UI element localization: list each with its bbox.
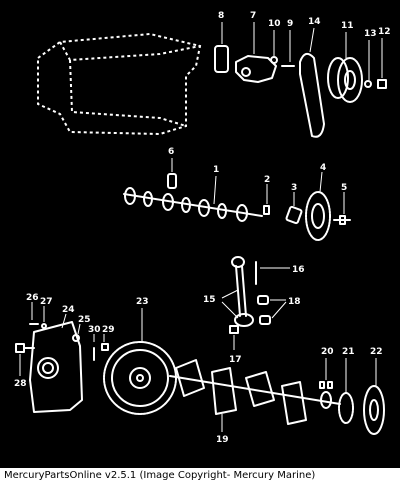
callout-26: 26: [26, 293, 39, 303]
part-10-washer: [270, 30, 278, 64]
callout-29: 29: [102, 325, 115, 335]
callout-28: 28: [14, 379, 27, 389]
callout-24: 24: [62, 305, 75, 315]
part-20-keys: [319, 358, 333, 389]
callout-3: 3: [291, 183, 297, 193]
callout-4: 4: [320, 163, 326, 173]
part-1-camshaft: [123, 175, 263, 222]
part-8-gasket: [214, 22, 229, 73]
callout-22: 22: [370, 347, 383, 357]
part-15-connecting-rod: [221, 256, 254, 327]
part-17-nut: [229, 325, 239, 350]
callout-5: 5: [341, 183, 347, 193]
part-13-washer: [364, 40, 372, 88]
part-6-lifter: [167, 158, 177, 189]
callout-11: 11: [341, 21, 354, 31]
part-29-nut: [101, 334, 109, 351]
part-3-spacer: [285, 192, 303, 225]
callout-14: 14: [308, 17, 321, 27]
part-16-rod-bolt: [255, 261, 290, 285]
image-caption: MercuryPartsOnline v2.5.1 (Image Copyrig…: [4, 470, 316, 481]
callout-2: 2: [264, 175, 270, 185]
callout-21: 21: [342, 347, 355, 357]
part-9-bolt: [281, 30, 295, 67]
engine-block-outline: [37, 32, 202, 136]
part-26-bolt: [29, 302, 39, 325]
part-14-belt: [299, 27, 325, 138]
callout-20: 20: [321, 347, 334, 357]
callout-6: 6: [168, 147, 174, 157]
callout-8: 8: [218, 11, 224, 21]
callout-7: 7: [250, 11, 256, 21]
callout-27: 27: [40, 297, 53, 307]
part-18-bearings: [257, 295, 287, 325]
callout-18: 18: [288, 297, 301, 307]
callout-25: 25: [78, 315, 91, 325]
callout-15: 15: [203, 295, 216, 305]
part-11-pulley: [327, 32, 363, 103]
part-7-pump-housing: [235, 22, 277, 83]
callout-23: 23: [136, 297, 149, 307]
callout-9: 9: [287, 19, 293, 29]
part-21-crank-gear: [338, 358, 354, 424]
part-25-washer: [72, 323, 81, 342]
part-23-flywheel: [103, 308, 177, 415]
part-12-bolt: [377, 38, 387, 89]
callout-19: 19: [216, 435, 229, 445]
part-22-balancer: [363, 358, 385, 435]
callout-labels: 8 7 10 9 14 11 13 12 6 1 2 3 4 5 16 15 1…: [14, 11, 391, 445]
part-2-key: [263, 184, 270, 215]
part-28-bolt: [15, 343, 35, 376]
callout-16: 16: [292, 265, 305, 275]
part-27-washer: [41, 306, 47, 329]
part-24-backing-plate: [29, 313, 83, 413]
callout-12: 12: [378, 27, 391, 37]
callout-17: 17: [229, 355, 242, 365]
part-4-cam-gear: [305, 171, 331, 241]
part-19-crankshaft: [169, 359, 341, 432]
exploded-parts-diagram: 8 7 10 9 14 11 13 12 6 1 2 3 4 5 16 15 1…: [0, 0, 400, 468]
callout-13: 13: [364, 29, 377, 39]
callout-10: 10: [268, 19, 281, 29]
callout-1: 1: [213, 165, 219, 175]
callout-30: 30: [88, 325, 101, 335]
part-5-bolt: [333, 192, 351, 225]
